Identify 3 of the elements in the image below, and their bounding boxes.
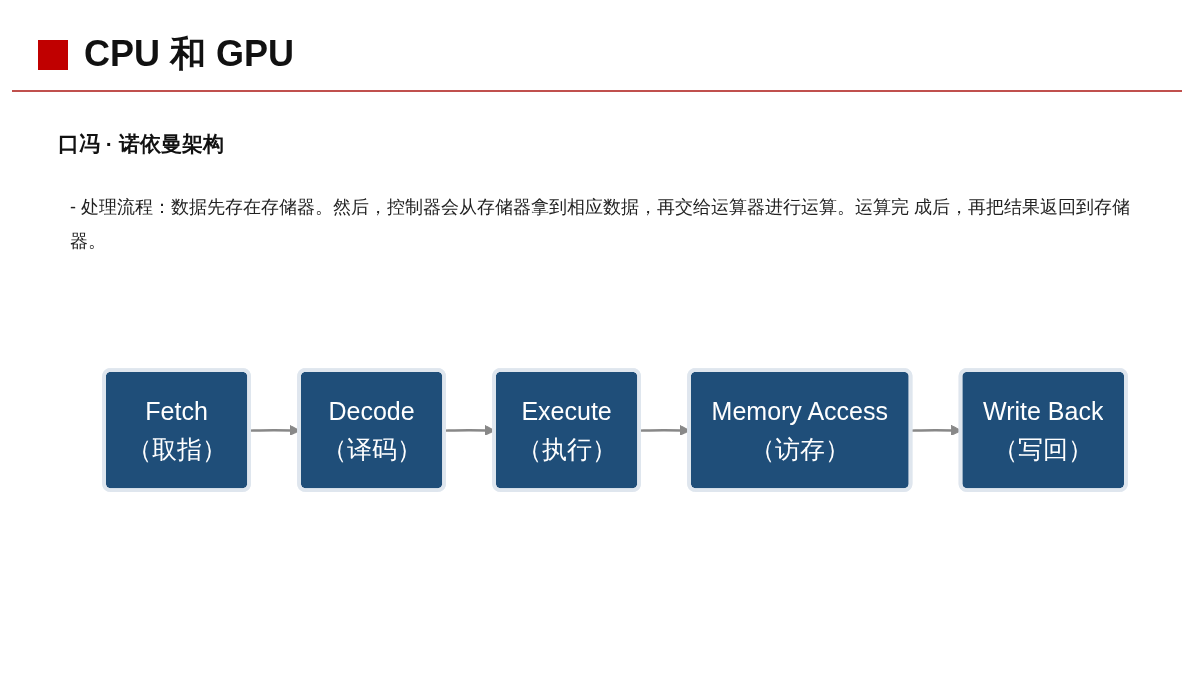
description-paragraph: - 处理流程：数据先存在存储器。然后，控制器会从存储器拿到相应数据，再交给运算器进行运算。运算完 成后，再把结果返回到存储器。	[70, 196, 1131, 253]
subtitle: 口冯 · 诺依曼架构	[58, 131, 224, 157]
title: CPU 和 GPU	[84, 32, 295, 76]
